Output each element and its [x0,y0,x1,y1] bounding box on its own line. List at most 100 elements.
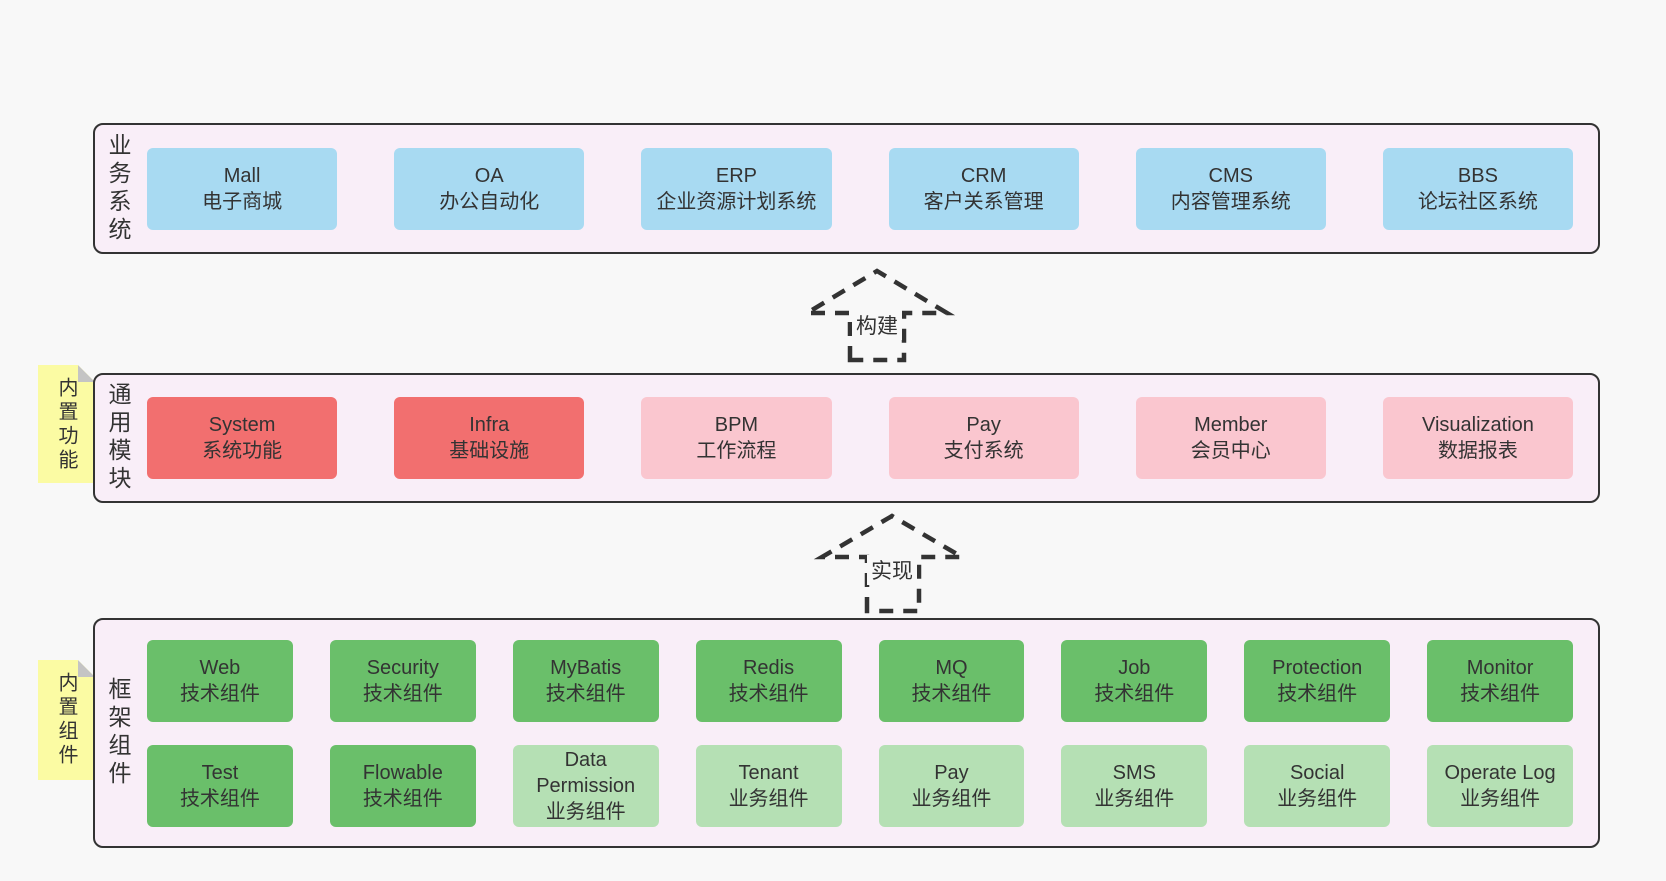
component-box-data-permission: Data Permission 业务组件 [512,744,659,827]
component-box-web: Web 技术组件 [147,639,293,722]
component-box-tenant: Tenant 业务组件 [695,744,842,827]
panel-title-text: 通用模块 [105,382,131,494]
component-desc: 技术组件 [362,682,443,705]
component-name: Web [199,656,241,679]
component-name: Job [1118,656,1151,679]
panel-content: Mall 电子商城 OA 办公自动化 ERP 企业资源计划系统 CRM 客户关系管理 CMS 内容… [141,125,1598,252]
component-name: Social [1289,761,1345,784]
panel-title-text: 框架组件 [105,677,131,789]
component-box-security: Security 技术组件 [329,639,476,722]
component-desc: 电子商城 [202,190,283,213]
component-desc: 企业资源计划系统 [656,190,817,213]
arrow-label: 实现 [867,555,917,585]
panel-business-systems: 业务系统 Mall 电子商城 OA 办公自动化 ERP 企业资源计划系统 CRM 客户关系管理… [93,123,1600,254]
panel-title: 业务系统 [95,125,141,252]
component-desc: 技术组件 [179,787,260,810]
component-name: System [208,414,276,436]
component-desc: 论坛社区系统 [1417,190,1538,213]
component-name: ERP [715,164,757,187]
component-desc: 基础设施 [449,440,530,462]
component-name: OA [474,164,504,187]
component-name: Tenant [738,761,799,784]
component-desc: 业务组件 [911,787,992,810]
component-desc: 业务组件 [1460,787,1541,810]
component-name: Mall [223,164,261,187]
sticky-note-built-in-components: 内置组件 [38,660,95,780]
component-box-mybatis: MyBatis 技术组件 [512,639,659,722]
sticky-note-built-in-features: 内置功能 [38,365,95,483]
component-name: CMS [1208,164,1253,187]
arrow-label: 构建 [852,310,902,340]
component-desc: 支付系统 [943,440,1024,462]
component-desc: 客户关系管理 [923,190,1044,213]
component-desc: 技术组件 [728,682,809,705]
component-desc: 系统功能 [202,440,283,462]
component-desc: 会员中心 [1190,440,1271,462]
component-desc: 业务组件 [545,800,626,823]
implement-arrow: 实现 [810,507,974,615]
sticky-note-label: 内置组件 [55,672,77,768]
component-desc: 数据报表 [1437,440,1518,462]
component-box-pay: Pay 支付系统 [888,397,1079,479]
component-name: Data Permission [536,748,636,797]
component-desc: 内容管理系统 [1170,190,1291,213]
component-box-redis: Redis 技术组件 [695,639,842,722]
component-box-member: Member 会员中心 [1135,397,1326,479]
component-name: Member [1194,414,1268,436]
panel-title: 通用模块 [95,375,141,501]
component-name: Protection [1272,656,1363,679]
component-box-system: System 系统功能 [147,397,338,479]
build-arrow: 构建 [795,262,959,364]
component-desc: 技术组件 [179,682,260,705]
component-box-mall: Mall 电子商城 [147,147,338,230]
component-box-flowable: Flowable 技术组件 [329,744,476,827]
dashed-up-arrow-icon [798,268,956,363]
dashed-up-arrow-icon [813,513,971,614]
component-name: CRM [960,164,1007,187]
component-desc: 技术组件 [1460,682,1541,705]
component-desc: 技术组件 [545,682,626,705]
sticky-note-label: 内置功能 [55,377,77,473]
component-box-erp: ERP 企业资源计划系统 [641,147,832,230]
panel-title: 框架组件 [95,620,141,846]
component-desc: 业务组件 [728,787,809,810]
component-name: Operate Log [1444,761,1556,784]
component-desc: 业务组件 [1277,787,1358,810]
component-name: Visualization [1421,414,1534,436]
component-name: Redis [742,656,795,679]
component-box-cms: CMS 内容管理系统 [1135,147,1326,230]
component-name: Pay [934,761,969,784]
component-desc: 技术组件 [911,682,992,705]
component-name: Security [366,656,439,679]
component-name: Monitor [1466,656,1534,679]
panel-title-text: 业务系统 [105,132,131,245]
component-desc: 工作流程 [696,440,777,462]
component-desc: 办公自动化 [439,190,540,213]
component-box-visualization: Visualization 数据报表 [1382,397,1574,479]
component-box-crm: CRM 客户关系管理 [888,147,1079,230]
component-name: MyBatis [550,656,622,679]
component-name: Flowable [362,761,443,784]
component-desc: 技术组件 [362,787,443,810]
component-box-bpm: BPM 工作流程 [641,397,832,479]
component-name: Test [201,761,239,784]
component-box-test: Test 技术组件 [147,744,293,827]
component-name: BPM [714,414,759,436]
component-row: Mall 电子商城 OA 办公自动化 ERP 企业资源计划系统 CRM 客户关系管理 CMS 内容… [147,147,1574,230]
component-name: Pay [966,414,1001,436]
component-box-pay: Pay 业务组件 [878,744,1025,827]
component-box-operate-log: Operate Log 业务组件 [1427,744,1573,827]
component-box-oa: OA 办公自动化 [394,147,585,230]
